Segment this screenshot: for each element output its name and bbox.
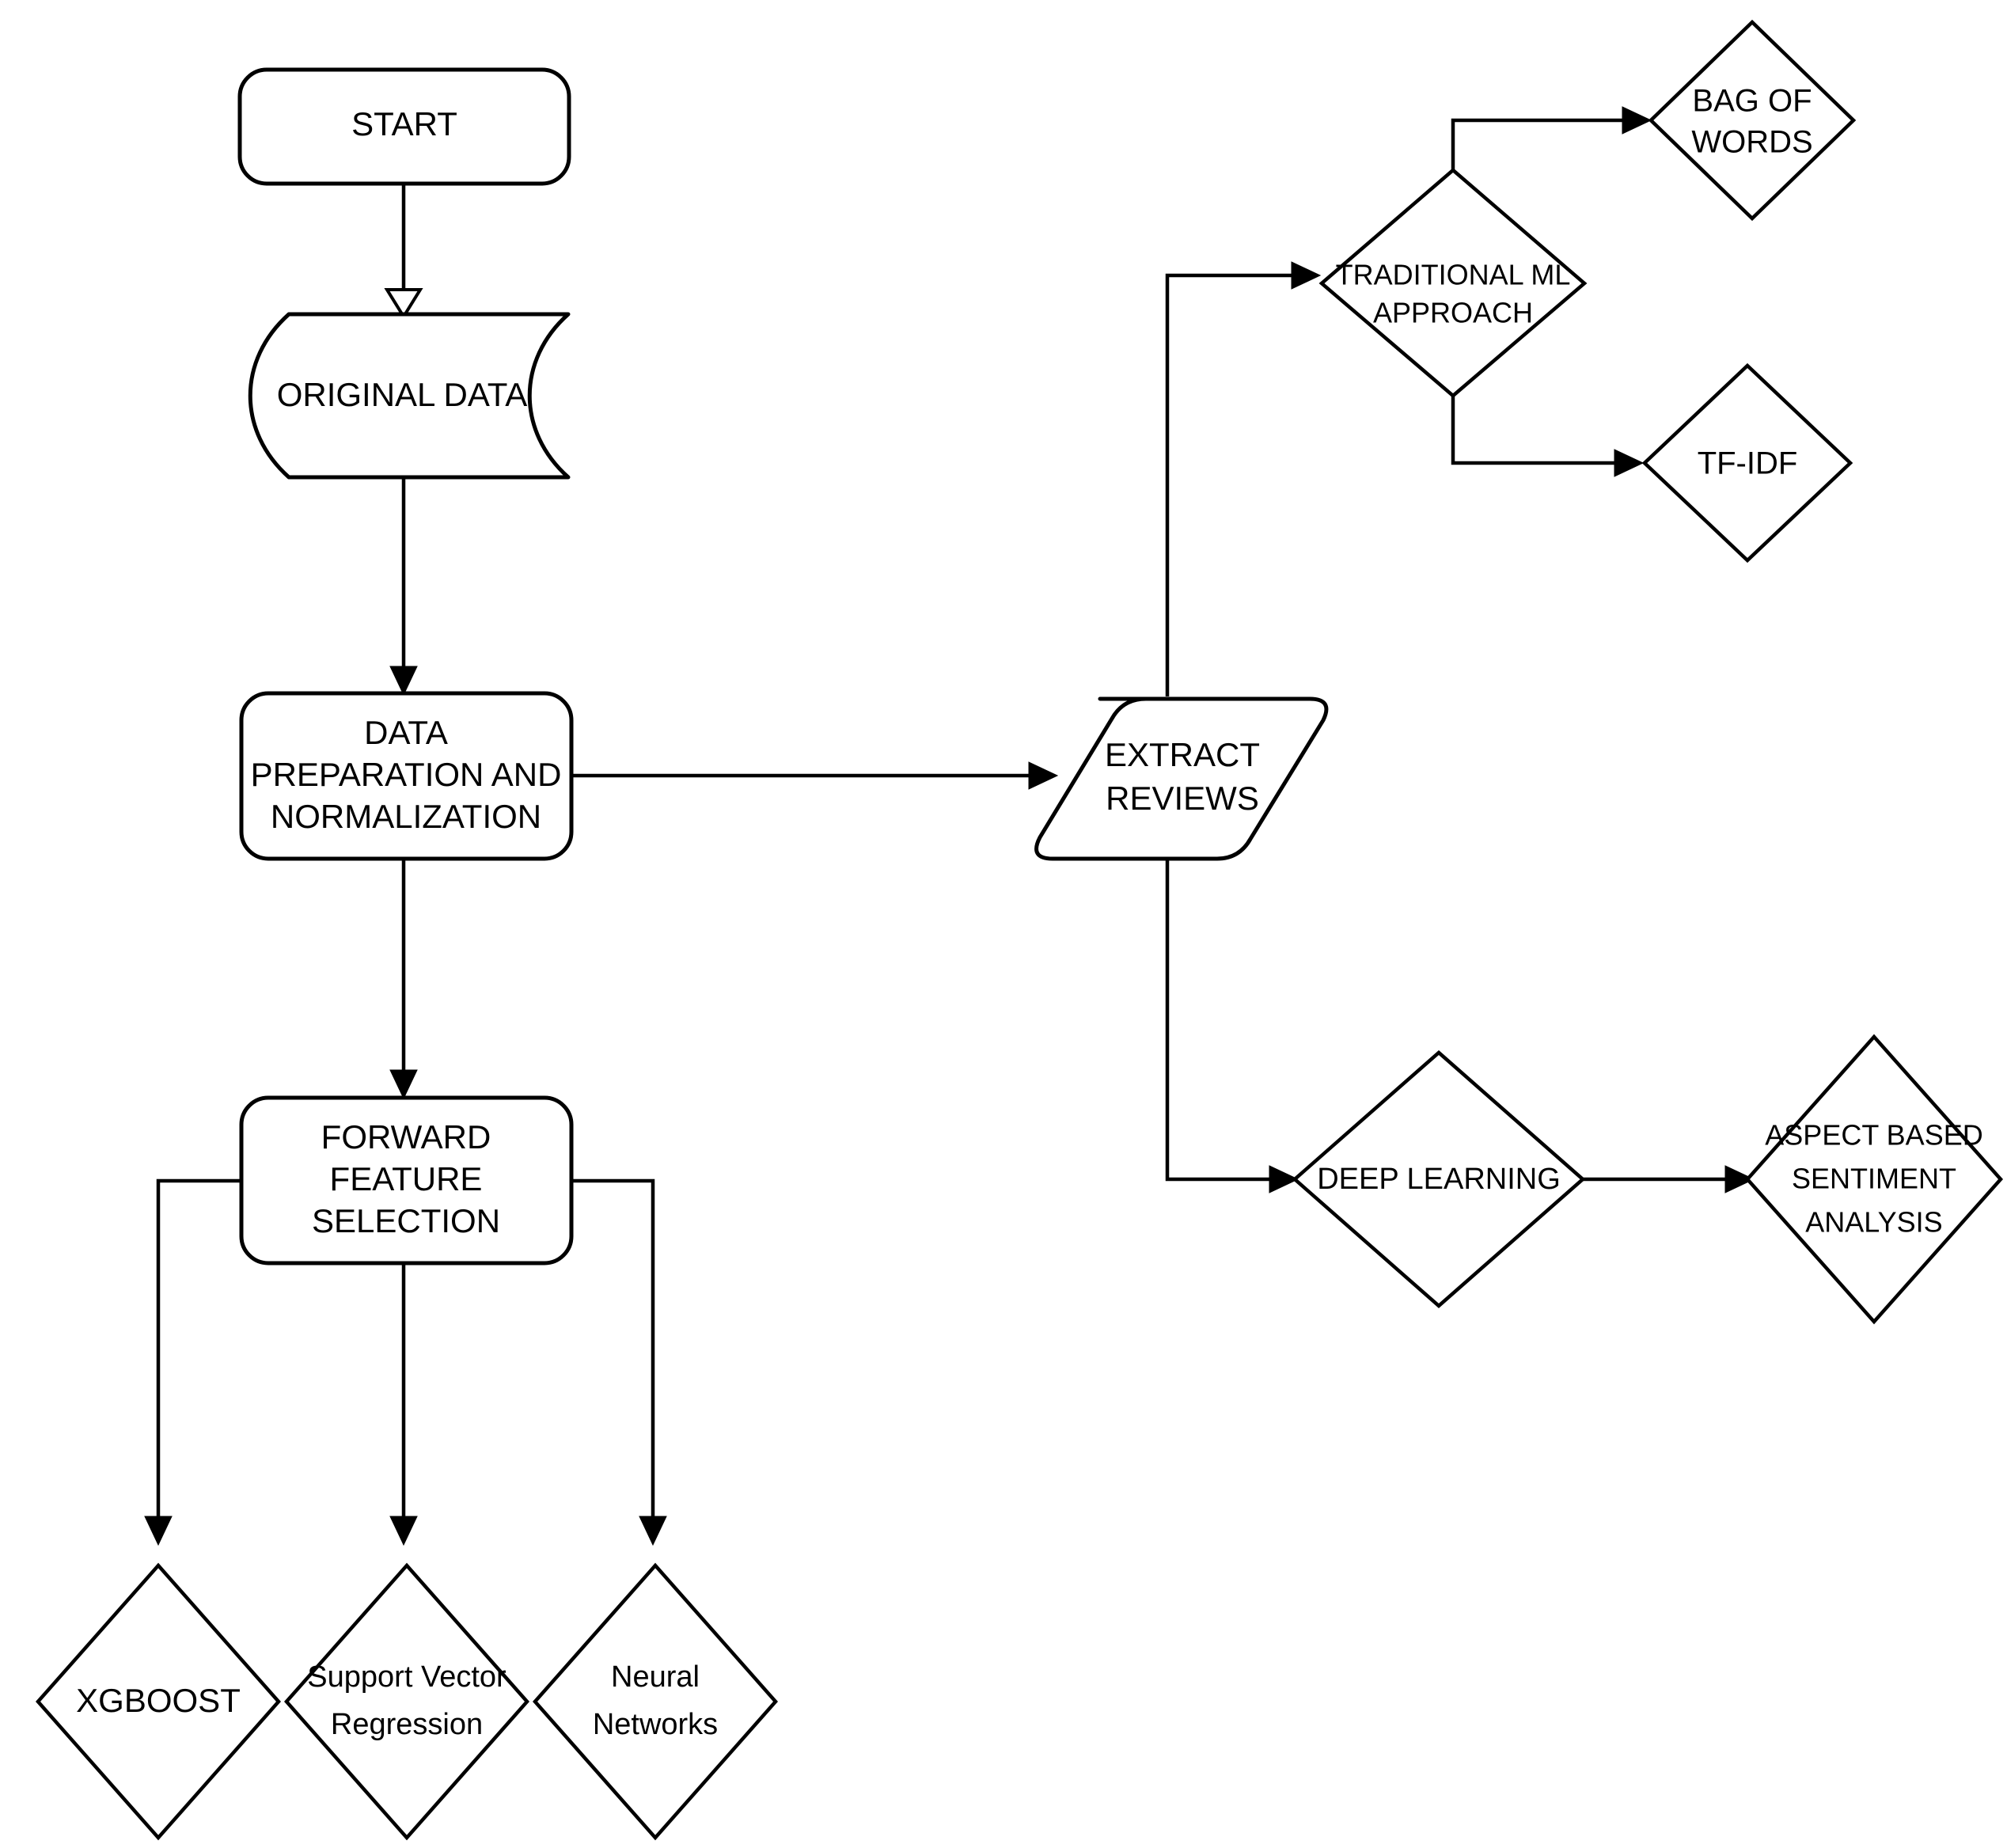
node-traditional-ml-approach[interactable]: TRADITIONAL ML APPROACH (1318, 168, 1588, 398)
xgboost-label: XGBOOST (76, 1682, 241, 1719)
edge-extract-reviews-to-deep-learning (1165, 859, 1299, 1193)
node-support-vector-regression[interactable]: Support Vector Regression (283, 1562, 530, 1841)
edge-traditional-ml-to-tf-idf (1451, 396, 1645, 477)
node-neural-networks[interactable]: Neural Networks (532, 1562, 779, 1841)
data-preparation-label-line3: NORMALIZATION (271, 798, 541, 835)
data-preparation-label-line2: PREPARATION AND (251, 756, 562, 793)
arrowhead-icon (1291, 261, 1322, 290)
edge-ffs-to-xgboost (144, 1178, 241, 1546)
arrowhead-icon (1614, 449, 1645, 477)
traditional-ml-approach-shape[interactable] (1318, 168, 1588, 398)
node-data-preparation[interactable]: DATA PREPARATION AND NORMALIZATION (239, 691, 574, 861)
edge-line (1165, 273, 1298, 696)
edge-deep-learning-to-aspect-based-sentiment (1581, 1165, 1755, 1193)
node-extract-reviews[interactable]: EXTRACT REVIEWS (1034, 696, 1329, 861)
arrowhead-icon (389, 1069, 418, 1100)
extract-reviews-label-line1: EXTRACT (1105, 736, 1260, 773)
support-vector-regression-shape[interactable] (283, 1562, 530, 1841)
node-original-data[interactable]: ORIGINAL DATA (248, 312, 571, 480)
xgboost-shape[interactable] (35, 1562, 282, 1841)
node-start[interactable]: START (237, 67, 571, 186)
start-label: START (351, 105, 457, 142)
neural-networks-label-line2: Networks (593, 1708, 718, 1741)
arrowhead-icon (144, 1516, 173, 1546)
tf-idf-shape[interactable] (1641, 362, 1853, 564)
bag-of-words-shape[interactable] (1648, 19, 1857, 222)
extract-reviews-label-line2: REVIEWS (1106, 780, 1259, 817)
node-xgboost[interactable]: XGBOOST (35, 1562, 282, 1841)
edge-original-data-to-data-preparation (389, 479, 418, 696)
bag-of-words-label-line2: WORDS (1691, 125, 1812, 160)
forward-feature-selection-label-line2: FEATURE (330, 1160, 483, 1197)
arrowhead-icon (1269, 1165, 1299, 1193)
aspect-based-sentiment-label-line2: SENTIMENT (1792, 1163, 1956, 1195)
forward-feature-selection-label-line3: SELECTION (312, 1202, 500, 1239)
neural-networks-label-line1: Neural (611, 1660, 700, 1694)
node-tf-idf[interactable]: TF-IDF (1641, 362, 1853, 564)
start-shape[interactable] (237, 67, 571, 186)
edge-line (571, 1178, 655, 1524)
tf-idf-label: TF-IDF (1698, 446, 1798, 481)
neural-networks-shape[interactable] (532, 1562, 779, 1841)
arrowhead-icon (389, 666, 418, 696)
node-bag-of-words[interactable]: BAG OF WORDS (1648, 19, 1857, 222)
arrowhead-icon (639, 1516, 667, 1546)
original-data-label: ORIGINAL DATA (277, 376, 528, 413)
arrowhead-icon (1622, 106, 1652, 135)
edge-extract-reviews-to-traditional-ml (1165, 261, 1322, 696)
node-aspect-based-sentiment-analysis[interactable]: ASPECT BASED SENTIMENT ANALYSIS (1744, 1034, 2004, 1325)
node-forward-feature-selection[interactable]: FORWARD FEATURE SELECTION (239, 1095, 574, 1266)
edge-ffs-to-support-vector-regression (389, 1263, 418, 1546)
aspect-based-sentiment-label-line1: ASPECT BASED (1765, 1119, 1982, 1152)
arrowhead-icon (1724, 1165, 1755, 1193)
deep-learning-shape[interactable] (1292, 1050, 1586, 1308)
arrowhead-hollow-icon (384, 288, 423, 320)
edge-line (1165, 859, 1276, 1182)
original-data-shape[interactable] (248, 312, 571, 480)
arrowhead-icon (389, 1516, 418, 1546)
edge-line (1451, 118, 1629, 170)
connector-layer (144, 106, 1755, 1546)
extract-reviews-shape[interactable] (1034, 696, 1329, 861)
edge-start-to-original-data (384, 184, 423, 320)
edge-data-preparation-to-forward-feature-selection (389, 859, 418, 1100)
edge-line (1451, 396, 1621, 465)
bag-of-words-label-line1: BAG OF (1692, 84, 1812, 119)
edge-ffs-to-neural-networks (571, 1178, 667, 1546)
support-vector-regression-label-line1: Support Vector (307, 1660, 506, 1694)
traditional-ml-approach-label-line2: APPROACH (1373, 297, 1533, 329)
edge-data-preparation-to-extract-reviews (571, 761, 1059, 790)
arrowhead-icon (1028, 761, 1059, 790)
data-preparation-shape[interactable] (239, 691, 574, 861)
aspect-based-sentiment-analysis-shape[interactable] (1744, 1034, 2004, 1325)
forward-feature-selection-label-line1: FORWARD (321, 1118, 491, 1155)
node-deep-learning[interactable]: DEEP LEARNING (1292, 1050, 1586, 1308)
data-preparation-label-line1: DATA (364, 714, 448, 751)
support-vector-regression-label-line2: Regression (331, 1708, 483, 1741)
traditional-ml-approach-label-line1: TRADITIONAL ML (1336, 259, 1571, 291)
edge-line (156, 1178, 241, 1524)
aspect-based-sentiment-label-line3: ANALYSIS (1805, 1206, 1942, 1239)
edge-traditional-ml-to-bag-of-words (1451, 106, 1652, 170)
forward-feature-selection-shape[interactable] (239, 1095, 574, 1266)
deep-learning-label: DEEP LEARNING (1317, 1163, 1561, 1196)
